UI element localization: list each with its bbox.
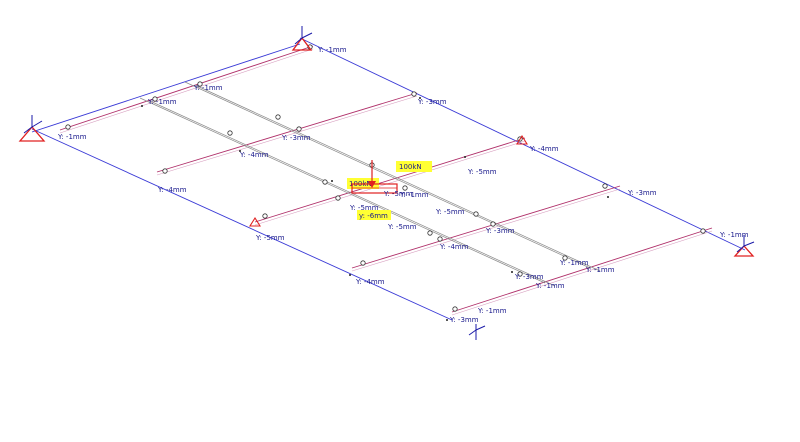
load-arrow-icon[interactable] bbox=[351, 160, 398, 194]
disp-label: Y: -1mm bbox=[585, 266, 615, 274]
main-beam-left-edge[interactable] bbox=[31, 43, 301, 133]
disp-label: Y: -3mm bbox=[514, 273, 544, 281]
disp-label: Y: -1mm bbox=[719, 231, 749, 239]
cross-beam-1[interactable] bbox=[59, 45, 314, 131]
disp-label: Y: -5mm bbox=[387, 223, 417, 231]
transverse-beams bbox=[59, 45, 713, 316]
nodes bbox=[65, 44, 706, 321]
disp-label: Y: -5mm bbox=[255, 234, 285, 242]
pinned-support-icon[interactable] bbox=[733, 235, 755, 257]
pinned-support-icon[interactable] bbox=[18, 115, 46, 142]
main-beam-front[interactable] bbox=[31, 128, 453, 321]
disp-label: Y: -4mm bbox=[157, 186, 187, 194]
disp-label: Y: -1mm bbox=[399, 191, 429, 199]
max-displacement-label: y: -6mm bbox=[359, 212, 388, 220]
supports bbox=[18, 26, 755, 340]
disp-label: Y: -5mm bbox=[435, 208, 465, 216]
cross-beam-4[interactable] bbox=[351, 185, 621, 269]
disp-label: Y: -1mm bbox=[193, 84, 223, 92]
disp-label: Y: -3mm bbox=[449, 316, 479, 324]
stringer-2[interactable] bbox=[184, 81, 591, 269]
load-label-1: 100kN bbox=[399, 163, 422, 171]
disp-label: Y: -1mm bbox=[477, 307, 507, 315]
stringer-1[interactable] bbox=[139, 97, 546, 284]
disp-label: Y: -1mm bbox=[57, 133, 87, 141]
disp-label: Y: -5mm bbox=[383, 190, 413, 198]
disp-label: Y: -3mm bbox=[417, 98, 447, 106]
displacement-labels: Y: -1mm Y: -1mm Y: -1mm Y: -1mm Y: -3mm … bbox=[57, 46, 749, 324]
cross-beam-3[interactable] bbox=[254, 137, 526, 223]
main-beams bbox=[31, 37, 746, 321]
pinned-support-icon[interactable] bbox=[468, 324, 486, 340]
disp-label: Y: -4mm bbox=[239, 151, 269, 159]
disp-label: Y: -5mm bbox=[349, 204, 379, 212]
disp-label: Y: -1mm bbox=[317, 46, 347, 54]
disp-label: Y: -3mm bbox=[485, 227, 515, 235]
disp-label: Y: -5mm bbox=[467, 168, 497, 176]
cross-beam-2[interactable] bbox=[156, 92, 418, 173]
disp-label: Y: -1mm bbox=[535, 282, 565, 290]
disp-label: Y: -3mm bbox=[627, 189, 657, 197]
disp-label: Y: -4mm bbox=[355, 278, 385, 286]
disp-label: Y: -1mm bbox=[147, 98, 177, 106]
disp-label: Y: -4mm bbox=[439, 243, 469, 251]
disp-label: Y: -3mm bbox=[281, 134, 311, 142]
disp-label: Y: -1mm bbox=[559, 259, 589, 267]
applied-loads: 100kN 100kN y: -6mm bbox=[347, 160, 432, 220]
cross-beam-5[interactable] bbox=[451, 227, 713, 313]
pinned-support-icon[interactable] bbox=[291, 26, 313, 51]
disp-label: Y: -4mm bbox=[529, 145, 559, 153]
